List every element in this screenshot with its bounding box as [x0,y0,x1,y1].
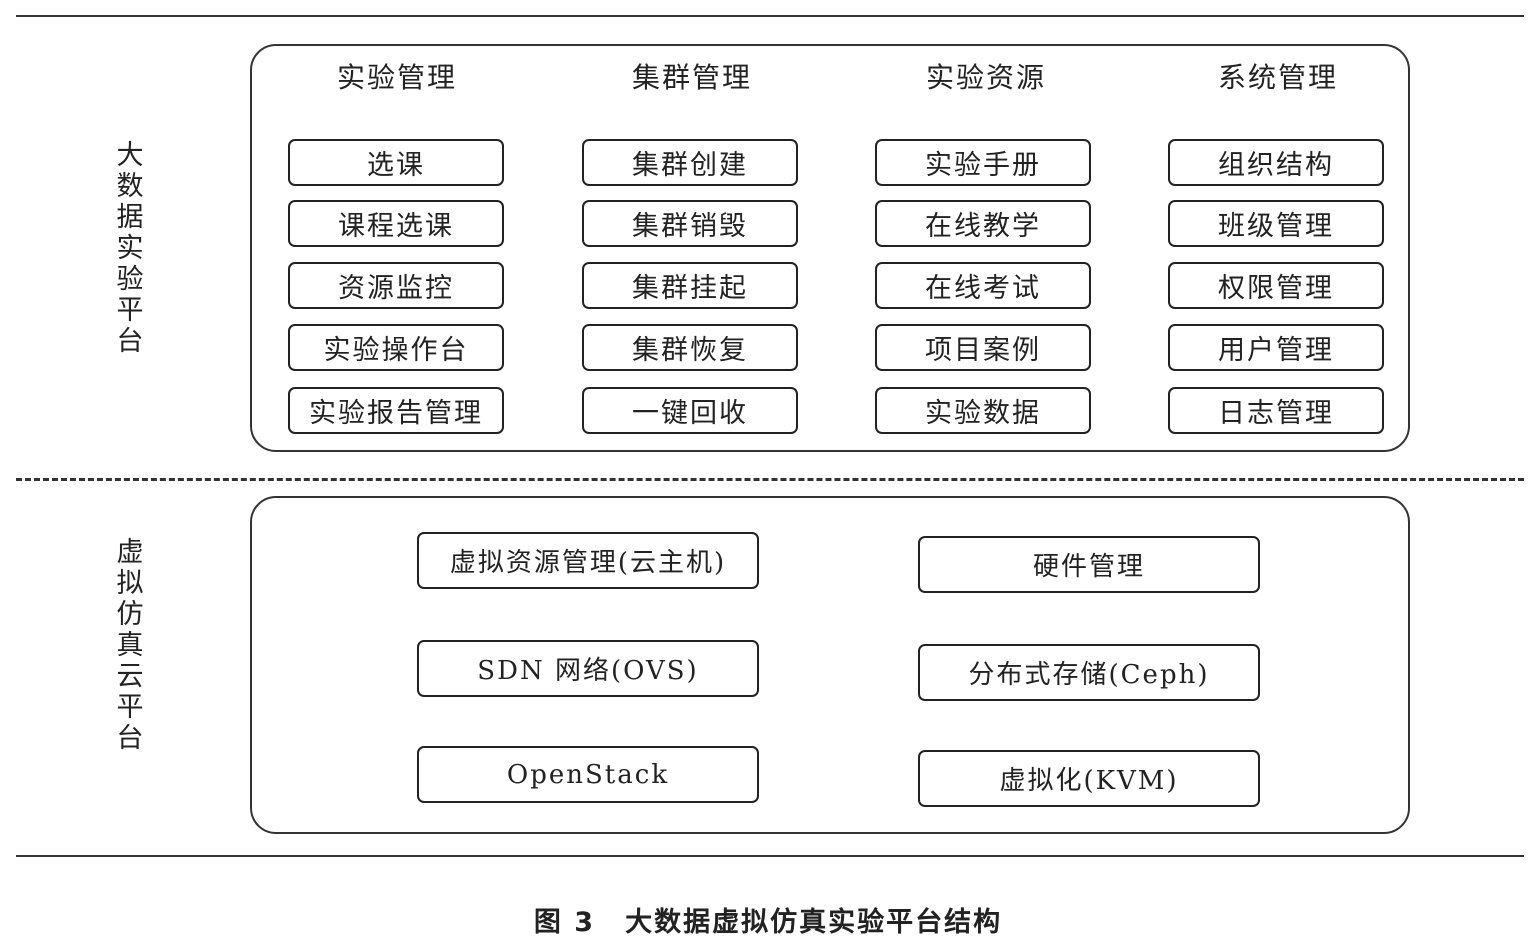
figure-title: 大数据虚拟仿真实验平台结构 [625,907,1003,938]
module-box: 在线考试 [875,262,1091,309]
infra-box: 虚拟化(KVM) [918,750,1260,807]
upper-layer-label: 大数据实验平台 [116,140,144,357]
module-box: 实验数据 [875,387,1091,434]
figure-number: 图 3 [533,907,596,938]
layer-divider [16,478,1524,481]
figure-caption: 图 3 大数据虚拟仿真实验平台结构 [0,900,1536,939]
module-box: 用户管理 [1168,324,1384,371]
column-title-experiment-resources: 实验资源 [925,61,1046,94]
module-box: 集群恢复 [582,324,798,371]
module-box: 权限管理 [1168,262,1384,309]
module-box: 选课 [288,139,504,186]
module-box: 资源监控 [288,262,504,309]
upper-layer-panel [250,44,1410,452]
module-box: 集群创建 [582,139,798,186]
column-title-system-management: 系统管理 [1217,61,1338,94]
lower-layer-panel [250,496,1410,834]
module-box: 实验手册 [875,139,1091,186]
infra-box: SDN 网络(OVS) [417,640,759,697]
infra-box: 虚拟资源管理(云主机) [417,532,759,589]
column-title-cluster-management: 集群管理 [631,61,752,94]
infra-box: OpenStack [417,746,759,803]
module-box: 集群挂起 [582,262,798,309]
module-box: 日志管理 [1168,387,1384,434]
module-box: 一键回收 [582,387,798,434]
lower-layer-label: 虚拟仿真云平台 [116,537,144,754]
module-box: 集群销毁 [582,200,798,247]
module-box: 班级管理 [1168,200,1384,247]
module-box: 实验报告管理 [288,387,504,434]
column-title-experiment-management: 实验管理 [336,61,457,94]
module-box: 项目案例 [875,324,1091,371]
top-rule [16,15,1524,17]
module-box: 课程选课 [288,200,504,247]
module-box: 实验操作台 [288,324,504,371]
module-box: 组织结构 [1168,139,1384,186]
infra-box: 分布式存储(Ceph) [918,644,1260,701]
module-box: 在线教学 [875,200,1091,247]
infra-box: 硬件管理 [918,536,1260,593]
bottom-rule [16,855,1524,857]
